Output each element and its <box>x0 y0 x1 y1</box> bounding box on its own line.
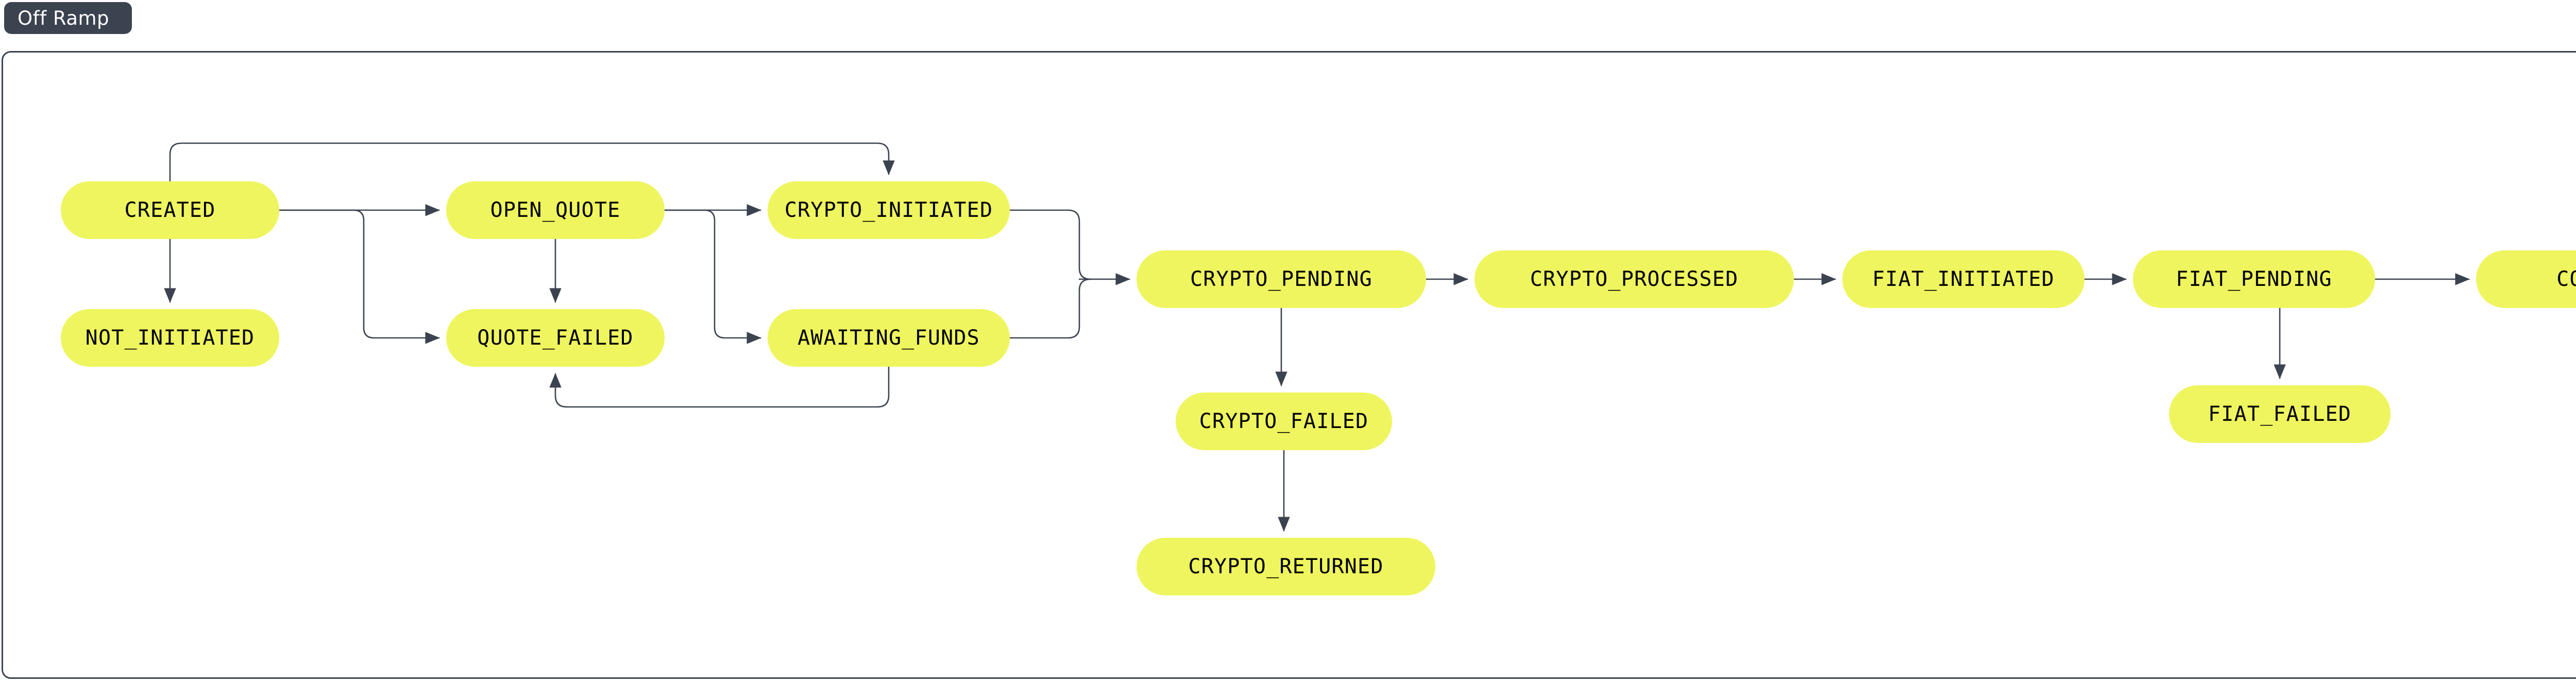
node-label: CRYPTO_PENDING <box>1190 267 1372 291</box>
node-label: CRYPTO_FAILED <box>1199 409 1369 433</box>
node-label: AWAITING_FUNDS <box>798 326 980 350</box>
node-not-initiated[interactable]: NOT_INITIATED <box>61 309 279 367</box>
node-created[interactable]: CREATED <box>61 181 279 239</box>
node-quote-failed[interactable]: QUOTE_FAILED <box>446 309 665 367</box>
node-crypto-initiated[interactable]: CRYPTO_INITIATED <box>768 181 1010 239</box>
node-fiat-pending[interactable]: FIAT_PENDING <box>2133 250 2375 308</box>
node-label: FIAT_FAILED <box>2208 402 2352 426</box>
node-label: COMPLETED <box>2556 267 2576 291</box>
node-label: FIAT_INITIATED <box>1872 267 2055 291</box>
diagram-title-text: Off Ramp <box>18 7 110 29</box>
node-open-quote[interactable]: OPEN_QUOTE <box>446 181 665 239</box>
node-crypto-returned[interactable]: CRYPTO_RETURNED <box>1137 538 1435 595</box>
node-label: CRYPTO_PROCESSED <box>1530 267 1739 291</box>
node-label: FIAT_PENDING <box>2176 267 2332 291</box>
node-label: CRYPTO_RETURNED <box>1188 555 1384 578</box>
node-label: CRYPTO_INITIATED <box>784 198 993 222</box>
node-crypto-failed[interactable]: CRYPTO_FAILED <box>1176 392 1392 450</box>
node-fiat-initiated[interactable]: FIAT_INITIATED <box>1842 250 2084 308</box>
node-label: OPEN_QUOTE <box>490 198 621 222</box>
node-crypto-pending[interactable]: CRYPTO_PENDING <box>1137 250 1426 308</box>
node-label: CREATED <box>124 198 216 222</box>
node-label: QUOTE_FAILED <box>477 326 634 350</box>
node-fiat-failed[interactable]: FIAT_FAILED <box>2169 385 2391 443</box>
diagram-title-badge: Off Ramp <box>4 2 132 34</box>
node-awaiting-funds[interactable]: AWAITING_FUNDS <box>768 309 1010 367</box>
node-crypto-processed[interactable]: CRYPTO_PROCESSED <box>1475 250 1794 308</box>
node-completed[interactable]: COMPLETED <box>2476 250 2576 308</box>
node-label: NOT_INITIATED <box>85 326 255 350</box>
